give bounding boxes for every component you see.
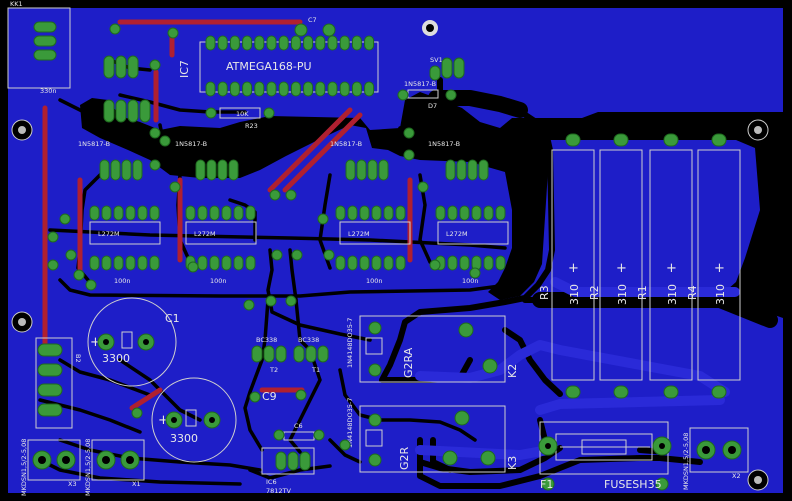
c9-plus: +: [158, 413, 169, 428]
x3-label: X3: [68, 480, 77, 488]
l272m-label-3: L272M: [348, 230, 370, 238]
t1-label: T1: [311, 366, 320, 374]
ic7-pins: [205, 35, 375, 97]
sv1-pads: [429, 57, 465, 81]
top-traces: [42, 19, 413, 411]
kk1-outline: [7, 7, 71, 89]
r4-value: 310: [714, 284, 727, 305]
r3-plus: +: [568, 261, 579, 276]
kk1-label: KK1: [10, 0, 23, 8]
kk1-pads: [33, 21, 57, 61]
r1-plus: +: [666, 261, 677, 276]
bc338-label-2: BC338: [298, 336, 319, 344]
r1-value: 310: [666, 284, 679, 305]
ic7-label: IC7: [178, 60, 191, 78]
x2-type: MKDSN1,5/2-5,08: [682, 433, 690, 490]
r1-label: R1: [636, 285, 649, 300]
r2-plus: +: [616, 261, 627, 276]
mounting-holes: [11, 20, 769, 491]
c6-label: C6: [294, 422, 303, 430]
r23-value: 10K: [236, 110, 249, 118]
c9-value: 3300: [170, 432, 198, 445]
ic6-outline: [261, 447, 315, 475]
cap-100n-4: 100n: [462, 277, 479, 285]
r2-value: 310: [616, 284, 629, 305]
k3-label: K3: [506, 456, 519, 470]
k2-outline: [359, 315, 506, 383]
k3-outline: [359, 405, 506, 473]
b2-label: B2: [74, 354, 82, 363]
d7-label: D7: [428, 102, 437, 110]
g2ra-label: G2RA: [402, 347, 415, 378]
mid-row-pads: [47, 127, 481, 451]
x3-outline: [27, 439, 81, 481]
r4-plus: +: [714, 261, 725, 276]
b2-outline: [35, 337, 73, 429]
g2r-label: G2R: [398, 446, 411, 470]
fuse-label: FUSESH35: [604, 478, 662, 491]
c1-body: [121, 331, 133, 349]
n4148-label-1: 1N4148DO35-7: [346, 318, 354, 368]
reg-label: 7812TV: [266, 487, 292, 495]
atmega-label: ATMEGA168-PU: [226, 60, 312, 73]
cap-100n-3: 100n: [366, 277, 383, 285]
b2-pads: [37, 343, 63, 417]
left-header-pads: [103, 23, 179, 123]
diode-label-3: 1N5817-B: [330, 140, 362, 148]
cap-100n-2: 100n: [210, 277, 227, 285]
cap-100n-1: 100n: [114, 277, 131, 285]
c330n-label: 330n: [40, 87, 57, 95]
c9-outline: [151, 377, 237, 463]
c9-body: [185, 409, 197, 427]
diode-label-2: 1N5817-B: [175, 140, 207, 148]
r3-value: 310: [568, 284, 581, 305]
x2-label: X2: [732, 472, 741, 480]
l272m-label-4: L272M: [446, 230, 468, 238]
power-resistors: [551, 133, 741, 399]
c9-label: C9: [262, 390, 277, 403]
c7-label: C7: [308, 16, 317, 24]
n4148-label-2: 1N4148DO35-7: [346, 398, 354, 448]
ic7-outline: [199, 41, 379, 93]
driver-pads-top: [89, 159, 506, 271]
diode-d7-type: 1N5817-B: [404, 80, 436, 88]
x3-type: MKDSN1,5/2-5,08: [20, 439, 28, 496]
diode-label-1: 1N5817-B: [78, 140, 110, 148]
c1-outline: [87, 297, 177, 387]
bc338-label-1: BC338: [256, 336, 277, 344]
sv1-label: SV1: [430, 56, 443, 64]
x1-outline: [91, 439, 145, 481]
c1-value: 3300: [102, 352, 130, 365]
c1-label: C1: [165, 312, 180, 325]
r2-label: R2: [588, 285, 601, 300]
t2-label: T2: [269, 366, 278, 374]
r23-label: R23: [245, 122, 258, 130]
l272m-label-2: L272M: [194, 230, 216, 238]
l272m-label-1: L272M: [98, 230, 120, 238]
transistor-pads: [251, 345, 329, 363]
f1-label: F1: [540, 478, 553, 491]
x2-outline: [689, 427, 749, 473]
ic6-label: IC6: [266, 478, 277, 486]
r3-label: R3: [538, 285, 551, 300]
x1-label: X1: [132, 480, 141, 488]
x1-type: MKDSN1,5/2-5,08: [84, 439, 92, 496]
copper-pour: [8, 8, 783, 493]
diode-label-4: 1N5817-B: [428, 140, 460, 148]
c1-plus: +: [90, 335, 101, 350]
k2-label: K2: [506, 364, 519, 378]
r4-label: R4: [686, 285, 699, 300]
